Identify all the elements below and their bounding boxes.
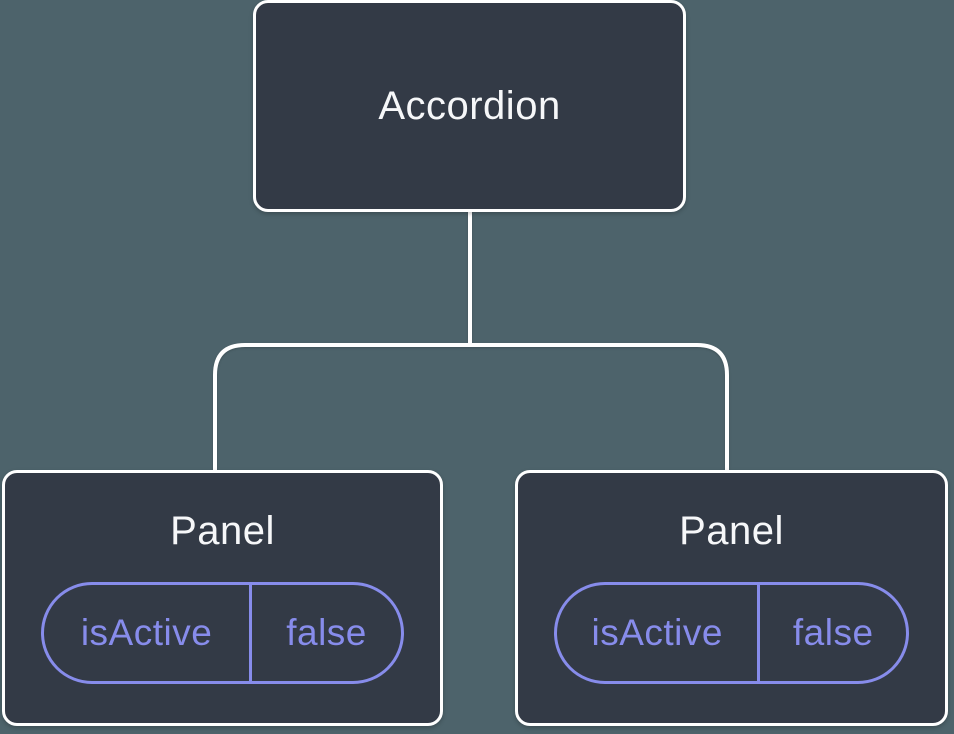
state-value-cell: false <box>760 585 906 681</box>
node-panel-right: Panel isActive false <box>515 470 948 726</box>
state-name-cell: isActive <box>557 585 761 681</box>
node-panel-left: Panel isActive false <box>2 470 443 726</box>
state-name-label: isActive <box>591 612 723 653</box>
panel-label: Panel <box>679 509 784 553</box>
state-value-label: false <box>792 612 874 653</box>
state-pill: isActive false <box>41 582 404 684</box>
panel-label: Panel <box>170 509 275 553</box>
state-value-cell: false <box>252 585 401 681</box>
state-name-label: isActive <box>80 612 213 653</box>
state-name-cell: isActive <box>44 585 253 681</box>
node-accordion: Accordion <box>253 0 686 212</box>
branch-connector <box>213 343 729 470</box>
accordion-label: Accordion <box>378 83 561 128</box>
state-value-label: false <box>286 612 367 653</box>
state-pill: isActive false <box>554 582 909 684</box>
